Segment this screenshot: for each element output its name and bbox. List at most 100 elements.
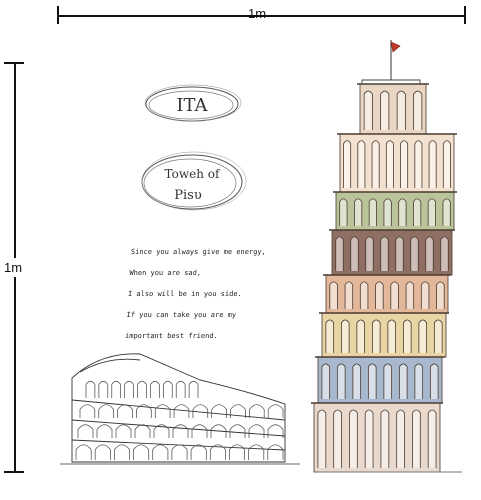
quote-line: I also will be in you side.: [127, 289, 243, 298]
tier-arch: [412, 409, 421, 468]
tier-arch: [413, 198, 422, 226]
colosseum-arch: [98, 404, 114, 418]
tier-arch: [385, 140, 394, 188]
tier-arch: [380, 409, 390, 468]
tier-arch: [375, 281, 384, 309]
tier-arch: [325, 319, 335, 353]
tier-arch: [400, 140, 409, 188]
tier-arch: [354, 198, 363, 226]
width-ruler-line: [57, 15, 465, 17]
colosseum-arch: [267, 424, 284, 438]
tier-arch: [344, 281, 354, 309]
colosseum-arch: [96, 424, 113, 438]
colosseum-arch: [137, 380, 147, 398]
tier-arch: [329, 281, 338, 309]
tier-arch: [335, 236, 344, 271]
tier-arch: [405, 281, 415, 309]
tier-arch: [433, 319, 443, 353]
tier-arch: [349, 409, 358, 468]
belfry-roof: [361, 79, 421, 85]
colosseum-arch: [173, 404, 190, 418]
tier-arch: [414, 363, 424, 399]
tower-tiers: [311, 83, 457, 473]
tier-arch: [420, 281, 430, 309]
colosseum-arch: [154, 404, 171, 418]
tier-body: [339, 133, 455, 193]
tier-arch: [356, 319, 366, 353]
tier-arch: [383, 198, 392, 226]
tier-arch: [364, 409, 374, 468]
tower-tier: [357, 83, 429, 135]
colosseum-arch: [249, 404, 265, 418]
colosseum-arch: [267, 444, 284, 460]
tier-arch: [442, 198, 451, 226]
colosseum-arch: [230, 404, 246, 418]
tier-arch: [410, 236, 419, 271]
tower-label-line1: Toweh of: [165, 167, 221, 181]
flag-icon: [390, 41, 401, 53]
colosseum-arch: [75, 444, 92, 460]
tier-arch: [402, 319, 412, 353]
width-ruler-left-tick: [57, 6, 59, 24]
colosseum-illustration: [60, 353, 300, 465]
colosseum-arch: [94, 444, 111, 460]
tier-arch: [398, 198, 407, 226]
tower-tier: [337, 133, 457, 193]
tier-arch: [380, 90, 390, 130]
tower-tier: [315, 356, 445, 404]
colosseum-arch: [85, 380, 96, 398]
tier-arch: [440, 236, 449, 271]
height-ruler-top-tick: [4, 62, 24, 64]
colosseum-arch: [210, 424, 227, 438]
tower-label-line2: Pisυ: [174, 188, 202, 203]
tier-arch: [427, 409, 437, 468]
colosseum-arch: [191, 424, 208, 438]
tier-arch: [343, 140, 352, 188]
quote-text: Since you always give me energy, When yo…: [124, 236, 312, 352]
height-dimension-label: 1m: [4, 258, 23, 277]
colosseum-arch: [211, 404, 227, 418]
tier-arch: [333, 409, 342, 468]
tier-arch: [418, 319, 428, 353]
country-label: ITA: [176, 95, 208, 116]
tier-arch: [352, 363, 362, 399]
tier-arch: [413, 90, 423, 130]
colosseum-arch: [77, 424, 94, 438]
leaning-tower-illustration: [311, 40, 462, 473]
colosseum-arch: [124, 380, 134, 398]
width-ruler-right-tick: [464, 6, 466, 24]
colosseum-arch: [115, 424, 132, 438]
colosseum-arch: [248, 444, 265, 460]
tier-body: [331, 229, 453, 276]
tier-arch: [414, 140, 423, 188]
tower-tier: [333, 191, 457, 231]
tier-body: [335, 191, 455, 231]
tier-body: [313, 402, 441, 473]
colosseum-arch: [150, 380, 160, 398]
tier-arch: [398, 363, 408, 399]
tier-arch: [336, 363, 346, 399]
colosseum-arch: [229, 444, 245, 460]
tier-arch: [339, 198, 348, 226]
tier-arch: [396, 409, 405, 468]
tier-arch: [383, 363, 393, 399]
colosseum-arches: [75, 380, 284, 460]
tier-arch: [380, 236, 389, 271]
tier-arch: [395, 236, 404, 271]
height-ruler-bottom-tick: [4, 471, 24, 473]
tier-body: [317, 356, 443, 404]
colosseum-arch: [152, 444, 169, 460]
quote-line: When you are sad,: [129, 268, 202, 277]
quote-line: If you can take you are my: [126, 310, 237, 319]
tier-arch: [363, 90, 373, 130]
colosseum-arch: [267, 404, 284, 418]
tier-arch: [371, 319, 381, 353]
tier-arch: [365, 236, 374, 271]
tier-arch: [368, 198, 377, 226]
colosseum-arch: [133, 444, 150, 460]
tier-arch: [436, 281, 445, 309]
tier-arch: [359, 281, 369, 309]
colosseum-arch: [136, 404, 152, 418]
tier-body: [321, 312, 447, 358]
